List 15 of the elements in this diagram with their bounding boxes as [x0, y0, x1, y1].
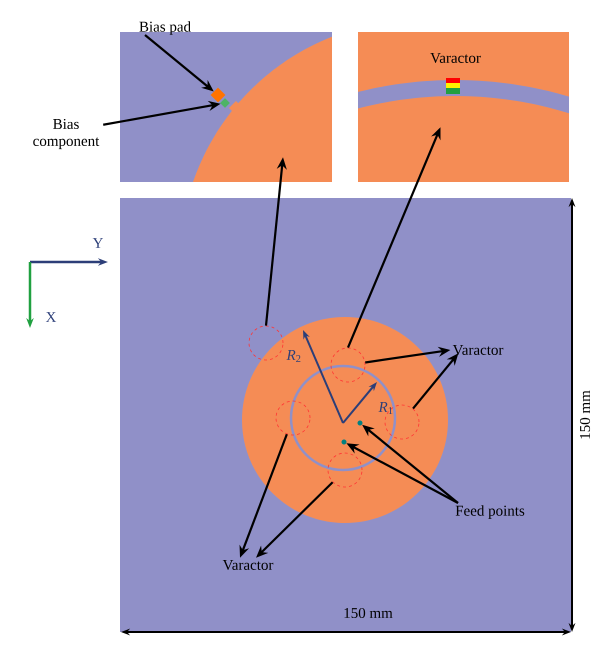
axis-label: X — [46, 312, 56, 322]
axis-label: Y — [92, 238, 104, 248]
radius-label: R$_{2}$ — [286, 350, 300, 362]
callout-text: Feed points — [456, 505, 524, 519]
callout-text: Varactor — [222, 560, 274, 570]
callout-text: Bias pad — [139, 21, 191, 35]
callout-text: Bias component — [33, 118, 100, 150]
radius-label: R$_{1}$ — [378, 402, 392, 414]
inset-label: Varactor — [430, 52, 481, 64]
callout-text: Varactor — [452, 344, 504, 356]
substrate-board — [120, 198, 571, 632]
bias-component — [220, 98, 230, 108]
dimension-label: 150 mm — [344, 608, 393, 618]
bias-pad — [210, 88, 226, 102]
dimension-label: 150 mm — [580, 390, 590, 438]
